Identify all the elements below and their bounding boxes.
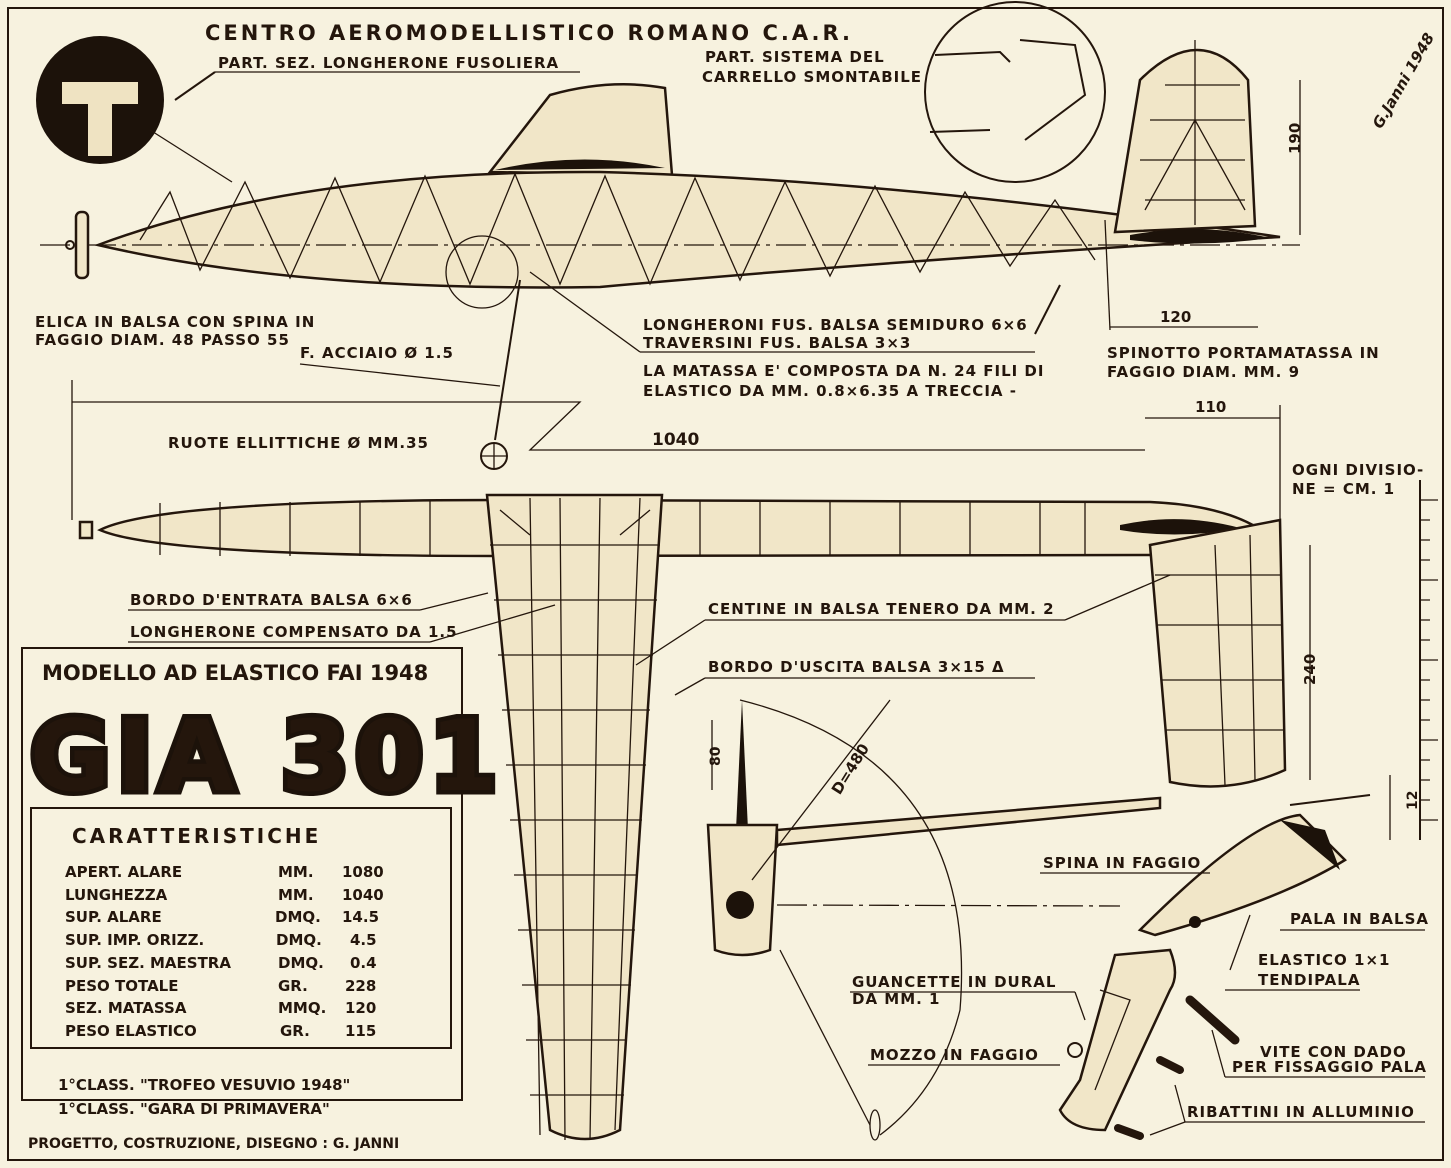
spec-label: APERT. ALARE	[65, 863, 182, 881]
dim-prop-diameter: D=480	[828, 740, 873, 797]
spec-unit: MM.	[278, 863, 314, 881]
label-pin-2: FAGGIO DIAM. MM. 9	[1107, 363, 1300, 381]
spec-unit: MM.	[278, 886, 314, 904]
spec-label: SUP. SEZ. MAESTRA	[65, 954, 231, 972]
prop-hub-detail	[1058, 813, 1348, 1140]
model-name: GIA 301	[30, 700, 503, 814]
spec-value: 0.4	[350, 954, 377, 972]
spec-value: 14.5	[342, 908, 379, 926]
spec-unit: GR.	[278, 977, 308, 995]
label-longerons: LONGHERONI FUS. BALSA SEMIDURO 6×6	[643, 316, 1028, 334]
spec-unit: DMQ.	[278, 954, 324, 972]
scale-ruler	[1419, 480, 1438, 840]
label-balsa-blade: PALA IN BALSA	[1290, 910, 1429, 928]
specs-table: APERT. ALARE MM. 1080 LUNGHEZZA MM. 1040…	[65, 863, 384, 1040]
credits: PROGETTO, COSTRUZIONE, DISEGNO : G. JANN…	[28, 1136, 399, 1152]
label-dural-2: DA MM. 1	[852, 990, 941, 1008]
landing-gear-detail	[924, 1, 1106, 183]
dim-fin-height: 190	[1286, 123, 1304, 154]
label-prop-1: ELICA IN BALSA CON SPINA IN	[35, 313, 315, 331]
label-screw-2: PER FISSAGGIO PALA	[1232, 1058, 1427, 1076]
label-steel-wire: F. ACCIAIO Ø 1.5	[300, 344, 454, 362]
label-crosspieces: TRAVERSINI FUS. BALSA 3×3	[643, 334, 911, 352]
spec-unit: DMQ.	[276, 931, 322, 949]
label-gear-1: PART. SISTEMA DEL	[705, 48, 885, 66]
spec-label: PESO ELASTICO	[65, 1022, 197, 1040]
label-rubber-1: LA MATASSA E' COMPOSTA DA N. 24 FILI DI	[643, 362, 1044, 380]
label-gear-2: CARRELLO SMONTABILE	[702, 68, 922, 86]
spec-value: 1040	[342, 886, 384, 904]
signature: G.Janni 1948	[1369, 30, 1438, 132]
fuselage-side-view	[40, 40, 1300, 331]
sheet-title: CENTRO AEROMODELLISTICO ROMANO C.A.R.	[205, 21, 853, 45]
spec-value: 4.5	[350, 931, 377, 949]
spar-section-detail	[36, 36, 233, 183]
label-rivets: RIBATTINI IN ALLUMINIO	[1187, 1103, 1415, 1121]
spec-unit: GR.	[280, 1022, 310, 1040]
specs-heading: CARATTERISTICHE	[72, 824, 321, 848]
spec-label: LUNGHEZZA	[65, 886, 168, 904]
dim-fin-base: 120	[1160, 308, 1191, 326]
award-2: 1°CLASS. "GARA DI PRIMAVERA"	[58, 1100, 330, 1118]
dim-stab-chord: 110	[1195, 398, 1226, 416]
spec-value: 1080	[342, 863, 384, 881]
fuselage-top-view	[78, 498, 1261, 558]
label-ribs: CENTINE IN BALSA TENERO DA MM. 2	[708, 600, 1055, 618]
propeller-front-view	[706, 699, 1162, 1141]
spec-label: PESO TOTALE	[65, 977, 178, 995]
spec-value: 120	[345, 999, 376, 1017]
spec-unit: DMQ.	[275, 908, 321, 926]
stabilizer-planform	[1148, 518, 1287, 788]
model-subtitle: MODELLO AD ELASTICO FAI 1948	[42, 661, 428, 685]
spec-label: SUP. ALARE	[65, 908, 162, 926]
title-block	[21, 647, 463, 1101]
spec-value: 115	[345, 1022, 376, 1040]
award-1: 1°CLASS. "TROFEO VESUVIO 1948"	[58, 1076, 350, 1094]
label-division-1: OGNI DIVISIO-	[1292, 461, 1424, 479]
sheet-border	[7, 7, 1444, 1161]
dim-length: 1040	[652, 430, 699, 450]
label-hub: MOZZO IN FAGGIO	[870, 1046, 1039, 1064]
spec-label: SEZ. MATASSA	[65, 999, 187, 1017]
label-elastic-1: ELASTICO 1×1	[1258, 951, 1390, 969]
label-spar-section: PART. SEZ. LONGHERONE FUSOLIERA	[218, 54, 559, 72]
label-pin-1: SPINOTTO PORTAMATASSA IN	[1107, 344, 1380, 362]
label-rubber-2: ELASTICO DA MM. 0.8×6.35 A TRECCIA -	[643, 382, 1017, 400]
dim-wing-chord: 80	[708, 746, 724, 766]
spec-label: SUP. IMP. ORIZZ.	[65, 931, 204, 949]
dim-dihedral: 12	[1405, 791, 1421, 810]
label-leading-edge: BORDO D'ENTRATA BALSA 6×6	[130, 591, 413, 609]
label-wheels: RUOTE ELLITTICHE Ø MM.35	[168, 434, 429, 452]
label-screw-1: VITE CON DADO	[1260, 1043, 1407, 1061]
wing-planform	[485, 493, 664, 1141]
label-dural-1: GUANCETTE IN DURAL	[852, 973, 1056, 991]
label-elastic-2: TENDIPALA	[1258, 971, 1360, 989]
label-division-2: NE = CM. 1	[1292, 480, 1395, 498]
label-trailing-edge: BORDO D'USCITA BALSA 3×15 Δ	[708, 658, 1005, 676]
label-prop-2: FAGGIO DIAM. 48 PASSO 55	[35, 331, 290, 349]
label-beech-pin: SPINA IN FAGGIO	[1043, 854, 1201, 872]
spec-unit: MMQ.	[278, 999, 326, 1017]
spec-value: 228	[345, 977, 376, 995]
label-spar: LONGHERONE COMPENSATO DA 1.5	[130, 623, 458, 641]
